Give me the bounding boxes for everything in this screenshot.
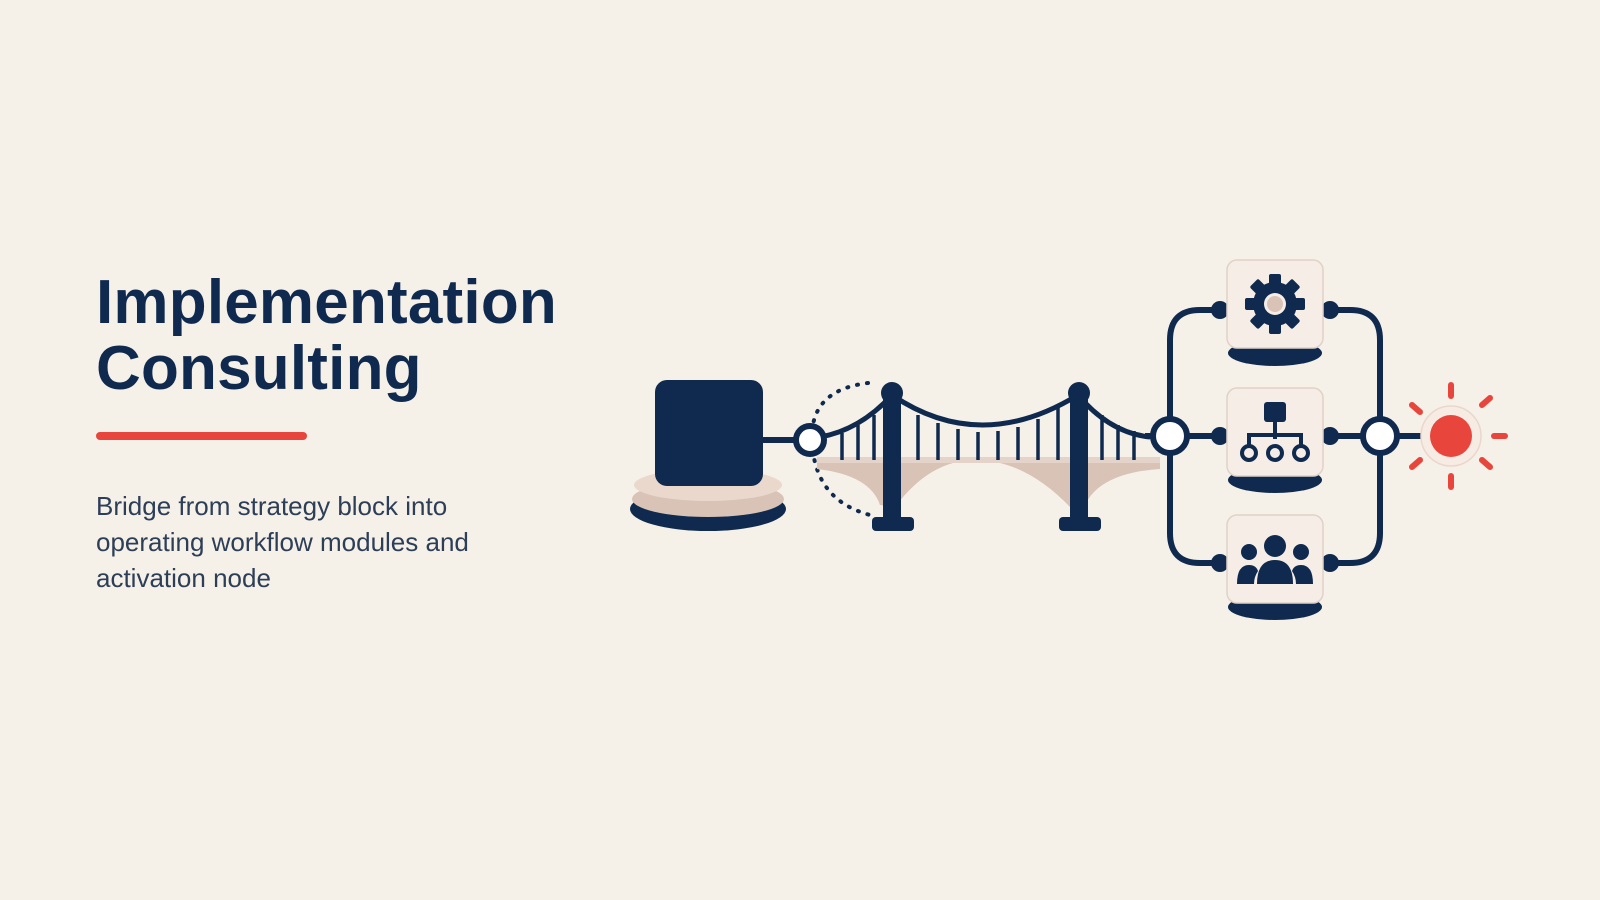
bridge-start-node <box>793 423 827 457</box>
title-line-2: Consulting <box>96 334 422 403</box>
connector-dots <box>1211 301 1339 572</box>
page-title: Implementation Consulting <box>96 270 616 402</box>
connector-hub-to-settings <box>1167 307 1220 436</box>
bridge-deck <box>817 460 1160 507</box>
connector-team-to-merge <box>1330 436 1383 566</box>
hub-split-node <box>1150 416 1190 456</box>
team-icon <box>1237 535 1313 584</box>
hub-merge-node <box>1360 416 1400 456</box>
strategy-block <box>630 380 786 531</box>
connector-settings-to-merge <box>1330 307 1383 436</box>
bridge-cable <box>819 391 1151 440</box>
gear-icon <box>1245 274 1305 334</box>
title-line-1: Implementation <box>96 268 557 337</box>
hero-text: Implementation Consulting Bridge from st… <box>96 270 616 596</box>
page-subtitle: Bridge from strategy block into operatin… <box>96 491 469 593</box>
connection-nodes <box>793 416 1400 457</box>
accent-underline <box>96 432 307 440</box>
bridge-hangers <box>840 407 1136 460</box>
connector-hub-to-team <box>1167 436 1220 566</box>
bridge-towers <box>872 382 1101 531</box>
strategy-cube <box>655 380 763 486</box>
bridge <box>817 382 1160 531</box>
module-team <box>1226 514 1324 620</box>
activation-core <box>1430 415 1472 457</box>
org-chart-icon <box>1240 402 1310 462</box>
card-body <box>1226 514 1324 604</box>
sun-burst-icon <box>1409 382 1508 490</box>
activation-node <box>1409 382 1508 490</box>
module-settings <box>1226 259 1324 366</box>
bridge-deck-top <box>817 457 1160 463</box>
module-workflow <box>1226 387 1324 493</box>
implementation-diagram <box>630 259 1508 620</box>
